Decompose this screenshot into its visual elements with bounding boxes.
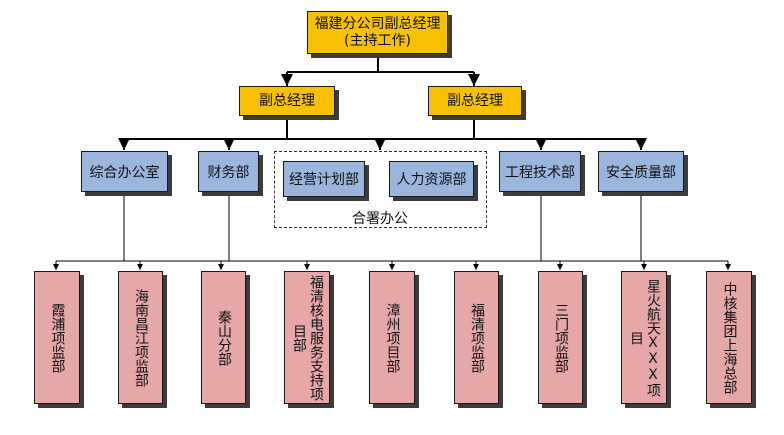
project-zhangzhou: 漳州项目部 bbox=[369, 271, 415, 404]
dept-human-resources-label: 人力资源部 bbox=[396, 172, 467, 188]
dept-human-resources: 人力资源部 bbox=[389, 161, 474, 197]
dept-general-office: 综合办公室 bbox=[81, 151, 168, 192]
project-xinghuo-aerospace: 星火航天XXX项目 bbox=[621, 271, 667, 404]
project-hainan-changjiang: 海南昌江项监部 bbox=[118, 271, 163, 404]
project-xinghuo-aerospace-label: 星火航天XXX项目 bbox=[628, 278, 661, 397]
project-sanmen: 三门项监部 bbox=[538, 271, 583, 404]
project-xiapu-label: 霞浦项监部 bbox=[49, 302, 66, 373]
dept-general-office-label: 综合办公室 bbox=[89, 164, 160, 181]
deputy-manager-left: 副总经理 bbox=[239, 86, 335, 116]
dept-finance: 财务部 bbox=[198, 151, 259, 192]
project-fuqing: 福清项监部 bbox=[454, 271, 499, 404]
merged-office-label: 合署办公 bbox=[352, 211, 408, 227]
top-manager-subtitle: (主持工作) bbox=[344, 32, 411, 49]
top-manager-box: 福建分公司副总经理 (主持工作) bbox=[307, 11, 448, 54]
project-fuqing-nuclear-support: 福清核电服务支持项目部 bbox=[284, 271, 330, 404]
top-manager-title: 福建分公司副总经理 bbox=[314, 15, 441, 32]
dept-engineering-label: 工程技术部 bbox=[505, 164, 575, 181]
project-fuqing-label: 福清项监部 bbox=[469, 302, 485, 373]
project-qinshan: 秦山分部 bbox=[201, 271, 246, 404]
merged-office-group bbox=[274, 151, 487, 228]
project-fuqing-nuclear-support-label: 福清核电服务支持项目部 bbox=[291, 274, 324, 401]
dept-finance-label: 财务部 bbox=[207, 164, 250, 181]
project-xiapu: 霞浦项监部 bbox=[34, 271, 80, 404]
deputy-manager-right: 副总经理 bbox=[428, 86, 522, 116]
project-sanmen-label: 三门项监部 bbox=[553, 302, 569, 373]
project-hainan-changjiang-label: 海南昌江项监部 bbox=[133, 288, 149, 387]
dept-safety-quality: 安全质量部 bbox=[598, 151, 684, 192]
deputy-manager-left-label: 副总经理 bbox=[259, 92, 315, 109]
dept-business-planning-label: 经营计划部 bbox=[289, 172, 359, 188]
project-cnnc-shanghai-hq: 中核集团上海总部 bbox=[706, 271, 752, 404]
dept-engineering: 工程技术部 bbox=[499, 151, 581, 192]
dept-business-planning: 经营计划部 bbox=[283, 161, 365, 197]
project-zhangzhou-label: 漳州项目部 bbox=[384, 302, 401, 373]
project-qinshan-label: 秦山分部 bbox=[216, 309, 232, 366]
project-cnnc-shanghai-hq-label: 中核集团上海总部 bbox=[721, 281, 738, 394]
dept-safety-quality-label: 安全质量部 bbox=[606, 164, 676, 181]
deputy-manager-right-label: 副总经理 bbox=[447, 92, 503, 109]
